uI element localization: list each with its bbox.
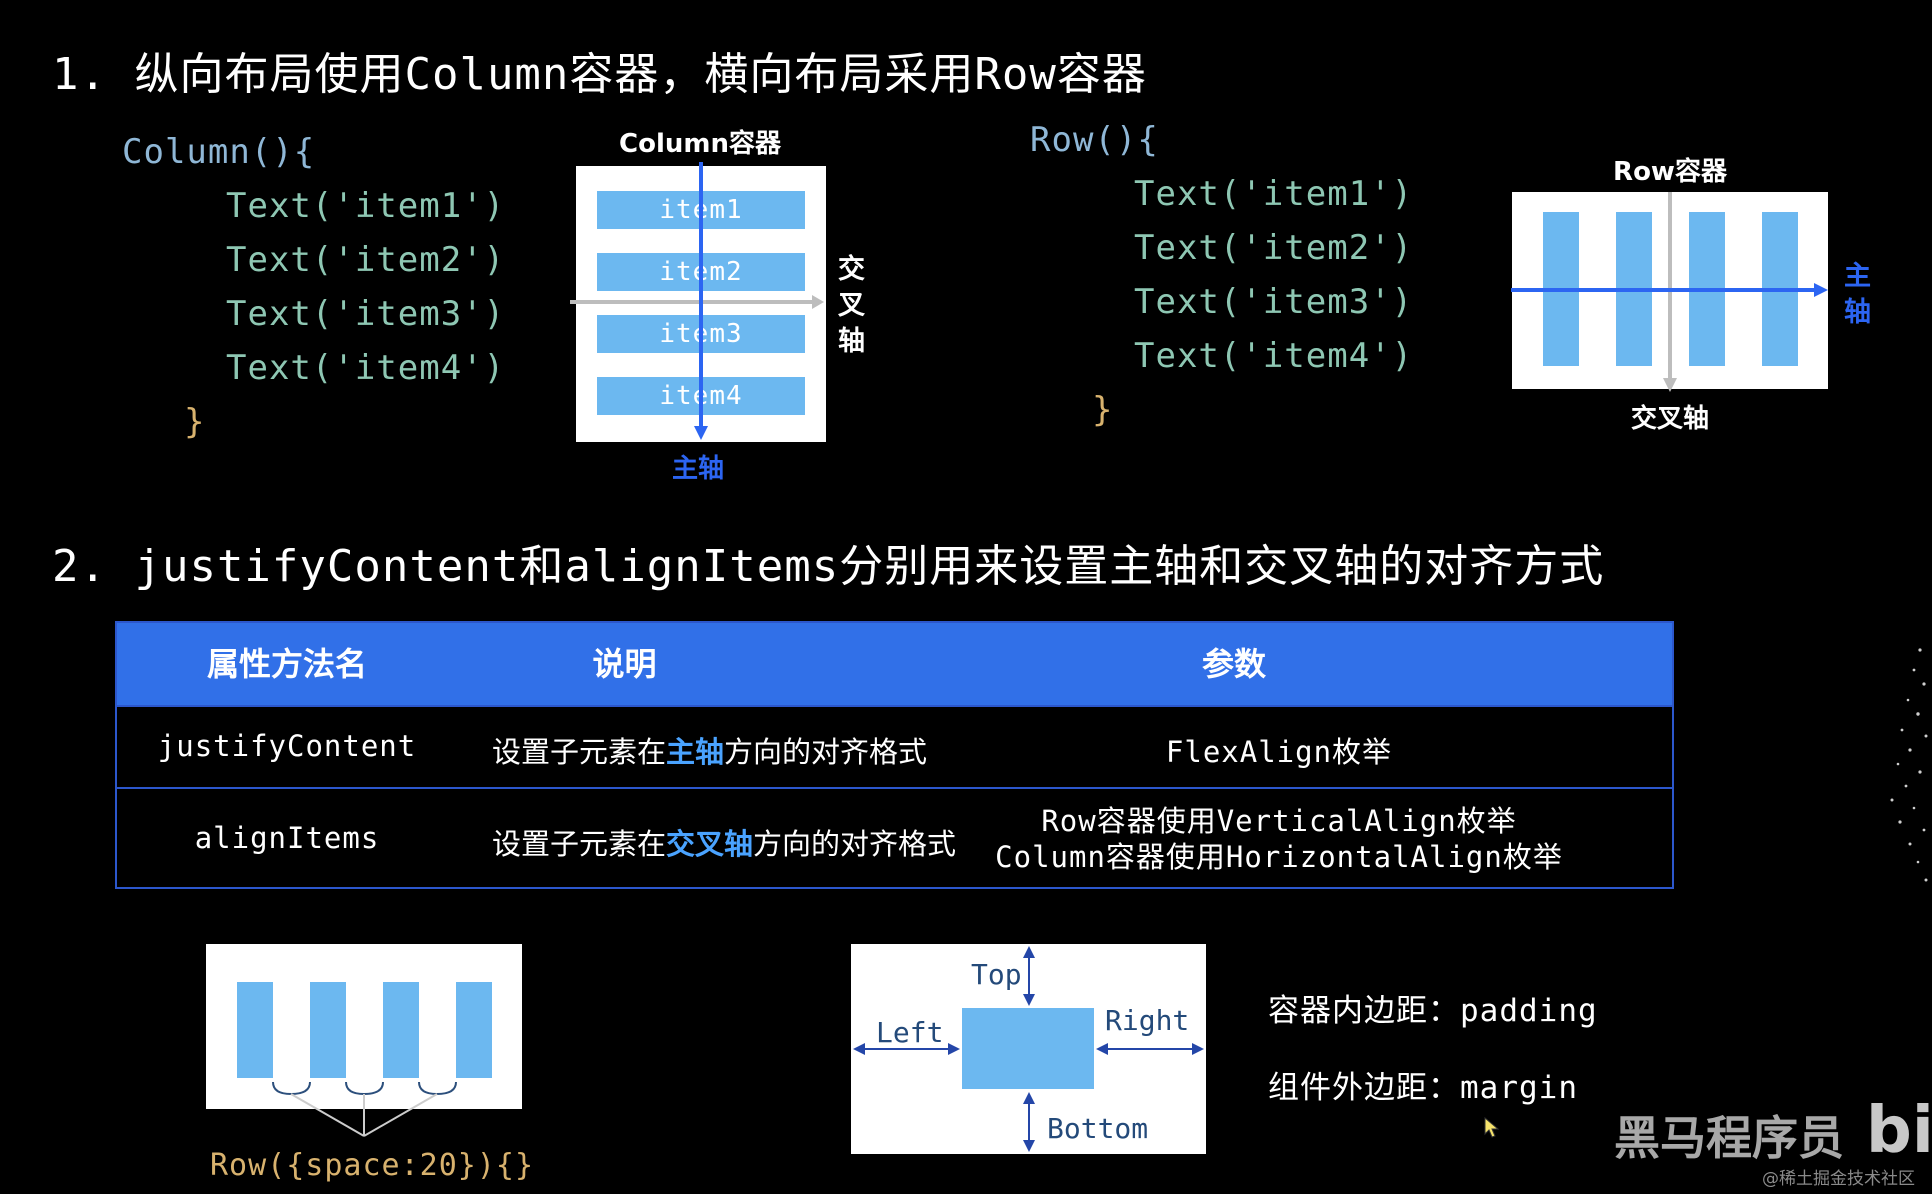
table-header: 属性方法名 说明 参数 <box>117 623 1672 705</box>
cursor-icon <box>1484 1117 1500 1138</box>
row-code-line-3: Text('item3') <box>1134 282 1414 322</box>
column-code-block: Column(){ Text('item1') Text('item2') Te… <box>122 132 505 456</box>
bilibili-logo-icon: bi <box>1862 1090 1932 1168</box>
padding-bottom-label: Bottom <box>1047 1112 1149 1145</box>
column-diagram-title: Column容器 <box>619 129 781 159</box>
brand-watermark: 黑马程序员 <box>1614 1111 1844 1165</box>
padding-inner-box <box>962 1008 1094 1089</box>
row-diagram-title: Row容器 <box>1613 157 1727 187</box>
column-code-line-2: Text('item2') <box>226 240 506 280</box>
alignment-table: 属性方法名 说明 参数 justifyContent 设置子元素在主轴方向的对齐… <box>115 621 1674 889</box>
space-caption-text: Row({space:20}){} <box>210 1148 535 1183</box>
space-item-3 <box>383 982 419 1078</box>
desc-suffix: 方向的对齐格式 <box>753 827 957 861</box>
margin-note: 组件外边距：margin <box>1268 1070 1578 1106</box>
heading-2: 2. justifyContent和alignItems分别用来设置主轴和交叉轴… <box>52 541 1605 592</box>
row-code-block: Row(){ Text('item1') Text('item2') Text(… <box>1030 120 1413 444</box>
param-line-1: Row容器使用VerticalAlign枚举 <box>1041 804 1517 838</box>
column-code-line-3: Text('item3') <box>226 294 506 334</box>
table-cell-desc: 设置子元素在交叉轴方向的对齐格式 <box>492 821 956 863</box>
row-cross-axis-label: 交叉轴 <box>1630 404 1709 434</box>
row-close: } <box>1092 390 1114 430</box>
table-cell-param: FlexAlign枚举 <box>1165 735 1393 769</box>
table-header-desc: 说明 <box>592 645 657 683</box>
decorative-speckle <box>1890 648 1928 882</box>
desc-highlight: 交叉轴 <box>666 827 754 861</box>
row-axes <box>1511 192 1828 392</box>
heading-1: 1. 纵向布局使用Column容器，横向布局采用Row容器 <box>52 49 1147 100</box>
column-open: Column(){ <box>122 132 316 172</box>
desc-prefix: 设置子元素在 <box>492 735 667 769</box>
row-main-axis-label: 主轴 <box>1844 261 1871 328</box>
column-code-line-1: Text('item1') <box>226 186 506 226</box>
desc-suffix: 方向的对齐格式 <box>724 735 928 769</box>
padding-diagram-panel: Top Left Right Bottom <box>851 944 1206 1154</box>
column-main-axis-label: 主轴 <box>672 454 725 484</box>
row-code-line-4: Text('item4') <box>1134 336 1414 376</box>
column-axes <box>570 162 824 440</box>
row-code-line-1: Text('item1') <box>1134 174 1414 214</box>
space-brackets <box>272 1081 457 1137</box>
space-caption: Row({space:20}){} <box>210 1148 534 1183</box>
padding-arrows <box>853 946 1204 1152</box>
table-cell-name: justifyContent <box>157 729 417 763</box>
padding-left-label: Left <box>876 1016 944 1049</box>
space-item-2 <box>310 982 346 1078</box>
padding-top-label: Top <box>971 958 1022 991</box>
space-item-1 <box>237 982 273 1078</box>
space-item-4 <box>456 982 492 1078</box>
param-line-2: Column容器使用HorizontalAlign枚举 <box>995 840 1563 874</box>
space-diagram-panel <box>206 944 522 1109</box>
svg-text:bi: bi <box>1866 1094 1932 1162</box>
row-open: Row(){ <box>1030 120 1159 160</box>
community-watermark: @稀土掘金技术社区 <box>1762 1169 1915 1189</box>
table-cell-desc: 设置子元素在主轴方向的对齐格式 <box>492 729 927 771</box>
padding-right-label: Right <box>1105 1004 1190 1037</box>
table-cell-param: Row容器使用VerticalAlign枚举 Column容器使用Horizon… <box>882 803 1676 875</box>
row-code-line-2: Text('item2') <box>1134 228 1414 268</box>
table-header-name: 属性方法名 <box>206 645 367 683</box>
table-header-param: 参数 <box>1201 645 1266 683</box>
desc-highlight: 主轴 <box>666 735 725 769</box>
column-close: } <box>184 402 206 442</box>
padding-note: 容器内边距：padding <box>1268 993 1598 1029</box>
column-code-line-4: Text('item4') <box>226 348 506 388</box>
table-row: alignItems 设置子元素在交叉轴方向的对齐格式 Row容器使用Verti… <box>117 787 1672 891</box>
desc-prefix: 设置子元素在 <box>492 827 667 861</box>
table-cell-name: alignItems <box>194 821 380 855</box>
table-row: justifyContent 设置子元素在主轴方向的对齐格式 FlexAlign… <box>117 705 1672 787</box>
column-cross-axis-label: 交叉轴 <box>838 254 865 357</box>
